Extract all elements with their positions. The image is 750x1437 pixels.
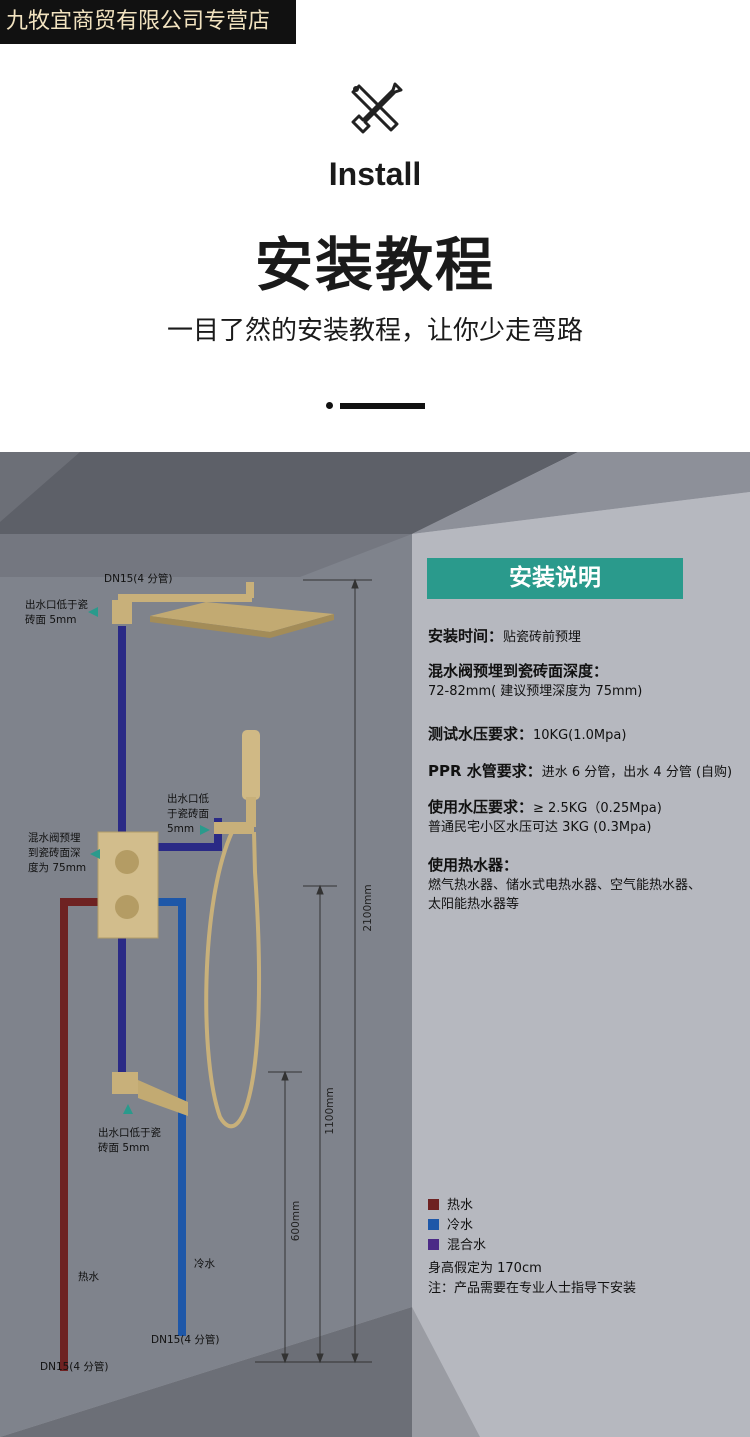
note-valve-depth: 混水阀预埋到瓷砖面深度：72-82mm( 建议预埋深度为 75mm) (428, 662, 643, 699)
height-note: 身高假定为 170cm (428, 1261, 542, 1276)
dimension-600: 600mm (290, 1200, 302, 1242)
label-top-pipe: DN15(4 分管) (104, 573, 173, 585)
bathroom-diagram (0, 452, 750, 1437)
note-install-time: 安装时间：贴瓷砖前预埋 (428, 627, 582, 645)
label-outlet-mid-1: 出水口低 (167, 793, 209, 805)
dimension-2100: 2100mm (362, 884, 374, 932)
label-outlet-top-1: 出水口低于瓷 (25, 599, 88, 611)
note-test-pressure: 测试水压要求：10KG(1.0Mpa) (428, 725, 627, 743)
divider-dot (326, 402, 333, 409)
install-note: 注：产品需要在专业人士指导下安装 (428, 1281, 637, 1296)
legend-swatch-mixed (428, 1239, 439, 1250)
label-outlet-mid-2: 于瓷砖面 (167, 808, 209, 820)
label-valve-2: 到瓷砖面深 (28, 847, 81, 859)
label-hot-water: 热水 (78, 1271, 99, 1283)
divider-bar (340, 403, 425, 409)
legend-swatch-cold (428, 1219, 439, 1230)
label-valve-3: 度为 75mm (28, 862, 87, 874)
label-hot-pipe: DN15(4 分管) (40, 1361, 109, 1373)
label-outlet-mid-3: 5mm (167, 823, 195, 835)
label-outlet-top-2: 砖面 5mm (25, 614, 77, 626)
install-subtitle: 一目了然的安装教程，让你少走弯路 (166, 316, 583, 346)
install-title-cn: 安装教程 (254, 231, 495, 299)
legend-hot: 热水 (428, 1198, 473, 1214)
legend-mixed: 混合水 (428, 1238, 486, 1254)
store-watermark: 九牧宜商贸有限公司专营店 (0, 0, 296, 44)
notes-title: 安装说明 (427, 558, 683, 599)
label-cold-pipe: DN15(4 分管) (151, 1334, 220, 1346)
install-title-en: Install (328, 156, 422, 192)
dimension-1100: 1100mm (324, 1087, 336, 1135)
label-valve-1: 混水阀预埋 (28, 832, 81, 844)
label-outlet-low-2: 砖面 5mm (98, 1142, 150, 1154)
tools-icon (351, 82, 403, 134)
note-ppr-pipe: PPR 水管要求：进水 6 分管，出水 4 分管 (自购) (428, 762, 733, 780)
legend-swatch-hot (428, 1199, 439, 1210)
label-outlet-low-1: 出水口低于瓷 (98, 1127, 161, 1139)
legend-cold: 冷水 (428, 1218, 473, 1234)
note-water-heater: 使用热水器：燃气热水器、储水式电热水器、空气能热水器、太阳能热水器等 (428, 856, 702, 912)
label-cold-water: 冷水 (194, 1258, 215, 1270)
note-water-pressure: 使用水压要求：≥ 2.5KG（0.25Mpa)普通民宅小区水压可达 3KG (0… (428, 798, 662, 835)
